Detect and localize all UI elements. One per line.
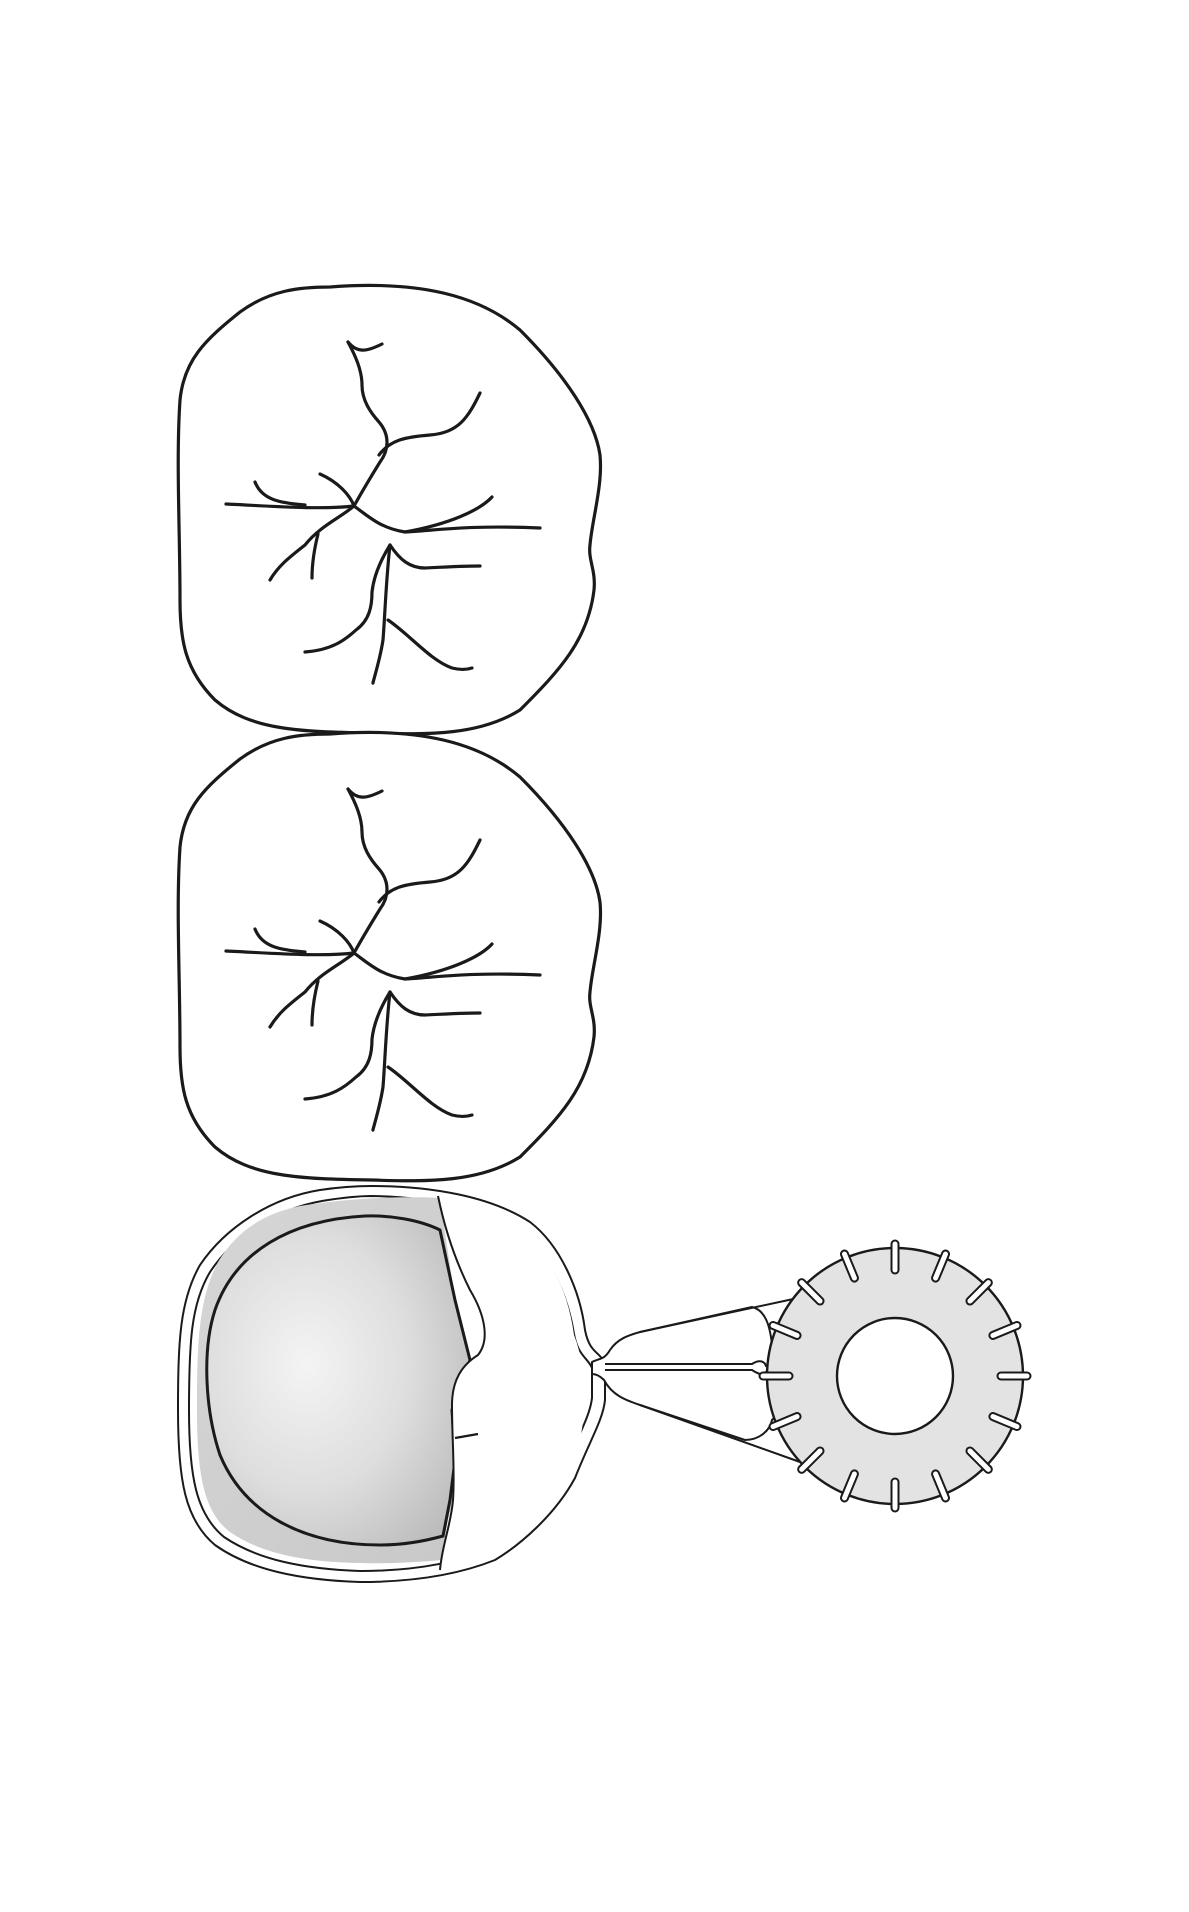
cut-edge-line [437, 1195, 486, 1571]
wheel-notch [967, 1448, 991, 1472]
matrix-band-assembly [176, 1184, 1032, 1584]
retainer-arm-upper [639, 1297, 799, 1333]
crown-inner [205, 1214, 472, 1547]
wheel-center-hole [835, 1316, 955, 1436]
wheel-notch [841, 1251, 857, 1281]
band-loop-upper [605, 1360, 782, 1367]
wheel-notch [990, 1414, 1020, 1430]
wheel-notch [799, 1280, 823, 1304]
wheel-notch [933, 1251, 949, 1281]
wheel-notch [967, 1280, 991, 1304]
wheel-notch [933, 1471, 949, 1501]
molar-occlusal-upper [176, 283, 603, 736]
wheel-notch [770, 1414, 800, 1430]
cut-section [438, 1196, 584, 1570]
band-connector [591, 1306, 783, 1441]
wheel-notch [990, 1322, 1020, 1338]
cut-tick [454, 1432, 479, 1440]
wheel-notch [770, 1322, 800, 1338]
wheel-notch [841, 1471, 857, 1501]
retainer-arm-lower [639, 1404, 801, 1463]
molar-occlusal-lower [176, 730, 603, 1183]
retainer-wheel [758, 1239, 1032, 1513]
wheel-notch [799, 1448, 823, 1472]
